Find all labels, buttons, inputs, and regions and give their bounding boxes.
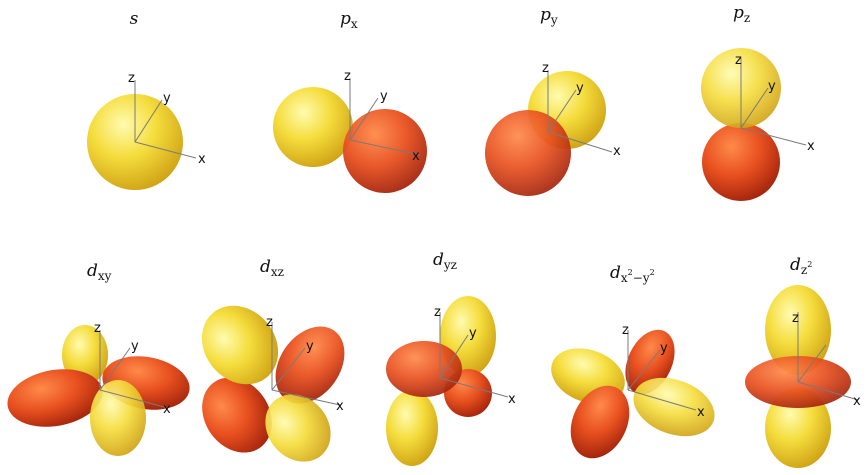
label-dyz: dyz bbox=[433, 250, 457, 272]
axis-x-label: x bbox=[198, 152, 206, 167]
axis-x-label: x bbox=[508, 392, 516, 407]
axis-y-label: y bbox=[380, 89, 388, 104]
axis-x-label: x bbox=[412, 149, 420, 164]
orbital-py: py z x y bbox=[485, 5, 621, 196]
axis-z-label: z bbox=[622, 323, 629, 338]
axes: z x y bbox=[94, 321, 171, 417]
orbital-px: px z x y bbox=[273, 9, 427, 193]
axis-z-label: z bbox=[344, 69, 351, 84]
axis-x-label: x bbox=[336, 399, 344, 414]
lobe-negative bbox=[275, 326, 345, 404]
axis-x-label: x bbox=[697, 405, 705, 420]
axes: z x bbox=[792, 311, 861, 409]
lobe-negative bbox=[702, 123, 780, 201]
label-dxz: dxz bbox=[260, 257, 284, 279]
axis-y-label: y bbox=[131, 339, 139, 354]
axis-x-label: x bbox=[853, 394, 861, 409]
lobe-positive bbox=[273, 87, 353, 167]
axis-z-label: z bbox=[128, 71, 135, 86]
lobe-positive bbox=[265, 394, 331, 462]
lobe-negative bbox=[485, 110, 571, 196]
label-dxy: dxy bbox=[87, 261, 112, 283]
lobe-positive bbox=[386, 390, 438, 466]
lobe-positive bbox=[765, 388, 831, 468]
orbital-pz: pz z x y bbox=[701, 3, 815, 201]
axis-z-label: z bbox=[735, 53, 742, 68]
axis-y-label: y bbox=[163, 91, 171, 106]
axis-z-label: z bbox=[94, 321, 101, 336]
axis-y-label: y bbox=[469, 326, 477, 341]
axis-x-label: x bbox=[613, 144, 621, 159]
lobe-positive bbox=[90, 380, 146, 456]
axis-y-label: y bbox=[768, 79, 776, 94]
axis-z-label: z bbox=[542, 61, 549, 76]
label-dx2-y2: dx2−y2 bbox=[610, 263, 655, 285]
axis-z-label: z bbox=[792, 311, 799, 326]
axis-x-label: x bbox=[807, 139, 815, 154]
label-py: py bbox=[540, 5, 558, 27]
orbital-dz2: dz2 z x bbox=[745, 255, 861, 468]
lobe-negative bbox=[570, 385, 630, 459]
lobe-negative bbox=[202, 377, 272, 453]
axes: z x y bbox=[735, 53, 815, 154]
orbital-dxy: dxy z x y bbox=[7, 261, 190, 456]
axis-y-label: y bbox=[306, 339, 314, 354]
axes: z x y bbox=[266, 315, 344, 414]
orbital-s: s z x y bbox=[87, 9, 206, 190]
axes: z x y bbox=[344, 69, 421, 164]
lobe-negative bbox=[386, 341, 462, 397]
axis-x-label: x bbox=[163, 402, 171, 417]
axes: z x y bbox=[622, 323, 705, 420]
axis-y-label: y bbox=[660, 341, 668, 356]
orbital-dx2-y2: dx2−y2 z x y bbox=[551, 263, 715, 459]
axes: z x y bbox=[542, 61, 621, 159]
lobe-negative bbox=[7, 369, 103, 427]
axes: z x y bbox=[434, 305, 516, 407]
lobe-negative bbox=[343, 109, 427, 193]
axes: z x y bbox=[128, 71, 206, 167]
axis-y-label: y bbox=[576, 81, 584, 96]
lobe-positive bbox=[201, 305, 279, 385]
axis-z-label: z bbox=[266, 315, 273, 330]
label-pz: pz bbox=[733, 3, 750, 25]
orbital-dxz: dxz z x y bbox=[201, 257, 345, 462]
label-dz2: dz2 bbox=[790, 255, 812, 277]
axis-z-label: z bbox=[434, 305, 441, 320]
label-px: px bbox=[340, 9, 358, 31]
lobe-positive bbox=[633, 377, 715, 437]
orbital-dyz: dyz z x y bbox=[386, 250, 516, 466]
label-s: s bbox=[130, 9, 139, 29]
